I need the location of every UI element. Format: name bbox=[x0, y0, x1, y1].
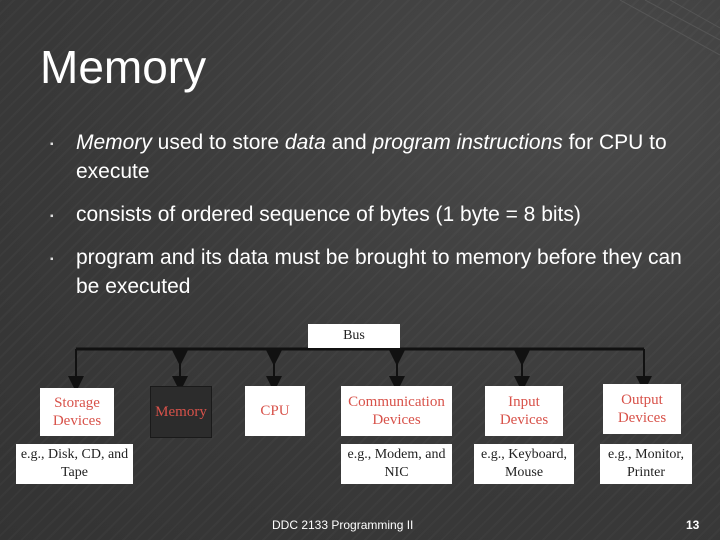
communication-devices-box: Communication Devices bbox=[341, 386, 452, 436]
bullet-item: ▪ consists of ordered sequence of bytes … bbox=[50, 200, 690, 229]
slide-footer: DDC 2133 Programming II bbox=[272, 518, 414, 532]
bullet-item: ▪ program and its data must be brought t… bbox=[50, 243, 690, 301]
bullet-marker-icon: ▪ bbox=[50, 254, 54, 265]
bullet-text: Memory used to store data and program in… bbox=[76, 131, 667, 183]
output-devices-box: Output Devices bbox=[603, 384, 681, 434]
corner-decoration bbox=[619, 0, 720, 56]
bullet-list: ▪ Memory used to store data and program … bbox=[50, 128, 690, 315]
bullet-text: program and its data must be brought to … bbox=[76, 246, 682, 298]
page-number: 13 bbox=[686, 518, 700, 532]
slide-title: Memory bbox=[40, 41, 207, 93]
input-devices-box: Input Devices bbox=[485, 386, 563, 436]
storage-examples-box: e.g., Disk, CD, and Tape bbox=[16, 444, 133, 484]
input-examples-box: e.g., Keyboard, Mouse bbox=[474, 444, 574, 484]
output-examples-box: e.g., Monitor, Printer bbox=[600, 444, 692, 484]
cpu-box: CPU bbox=[245, 386, 305, 436]
storage-devices-box: Storage Devices bbox=[40, 388, 114, 436]
bus-label: Bus bbox=[308, 324, 400, 348]
bullet-marker-icon: ▪ bbox=[50, 211, 54, 222]
bullet-marker-icon: ▪ bbox=[50, 139, 54, 150]
communication-examples-box: e.g., Modem, and NIC bbox=[341, 444, 452, 484]
memory-box: Memory bbox=[150, 386, 212, 438]
computer-components-diagram: Bus Storage Devices Memory CPU Communica… bbox=[0, 320, 720, 490]
bus-connectors bbox=[68, 347, 652, 392]
bullet-text: consists of ordered sequence of bytes (1… bbox=[76, 203, 581, 226]
bullet-item: ▪ Memory used to store data and program … bbox=[50, 128, 690, 186]
